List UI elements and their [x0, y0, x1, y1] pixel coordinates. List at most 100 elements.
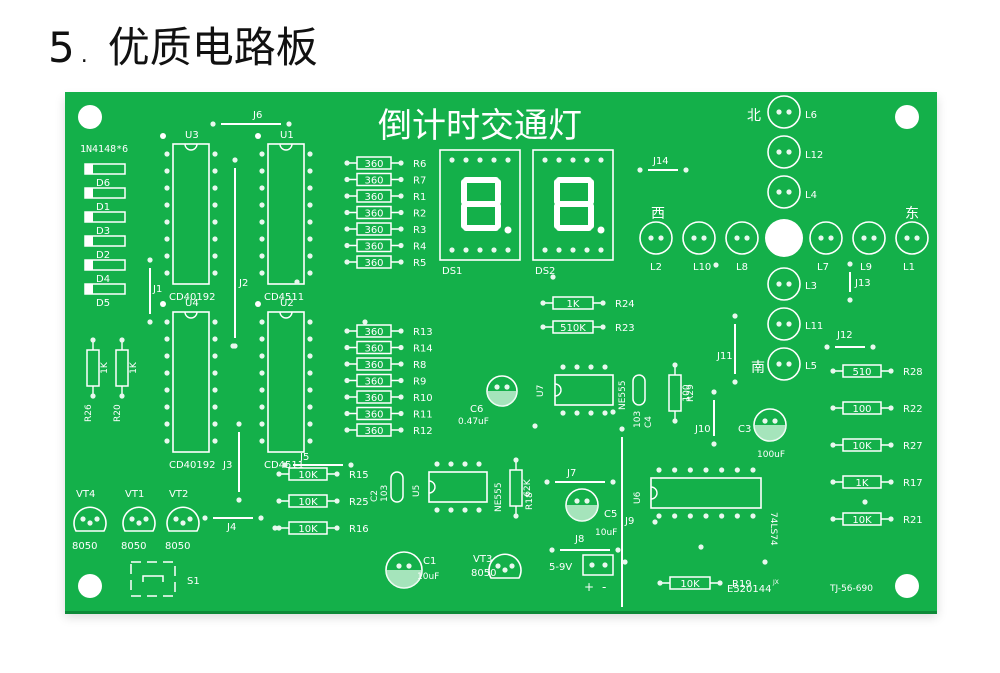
solder-pad — [398, 242, 404, 249]
solder-pad — [615, 547, 621, 553]
diode-label: D6 — [96, 178, 110, 189]
solder-pad — [495, 563, 501, 569]
solder-pad — [307, 202, 313, 208]
resistor-body — [356, 238, 392, 253]
decimal-point — [504, 226, 512, 234]
jumper-label: J7 — [566, 468, 576, 479]
resistor-value: 10K — [852, 441, 872, 452]
solder-pad — [786, 321, 792, 327]
resistor-ref: R19 — [732, 579, 752, 590]
solder-pad — [164, 202, 170, 208]
solder-pad — [786, 281, 792, 287]
solder-pad — [344, 344, 350, 351]
resistor-body — [288, 494, 328, 508]
jumper-label: J8 — [574, 534, 584, 545]
solder-pad — [164, 253, 170, 259]
solder-pad — [136, 520, 142, 526]
board-title: 倒计时交通灯 — [378, 106, 582, 146]
cap-value: 10uF — [595, 528, 617, 538]
chip-ref: U7 — [536, 385, 546, 397]
solder-pad — [344, 361, 350, 367]
direction-south: 南 — [751, 360, 765, 376]
solder-pad — [574, 364, 580, 370]
resistor-body — [356, 390, 392, 404]
resistor-body — [356, 156, 392, 170]
solder-pad — [398, 344, 404, 351]
solder-pad — [888, 479, 894, 485]
resistor-ref: R17 — [903, 478, 923, 489]
solder-pad — [147, 257, 153, 263]
solder-pad — [584, 247, 590, 253]
solder-pad — [164, 151, 170, 157]
solder-pad — [602, 364, 608, 370]
solder-pad — [477, 247, 483, 253]
solder-pad — [637, 167, 643, 173]
solder-pad — [463, 157, 469, 163]
led-label: L12 — [805, 150, 823, 161]
solder-pad — [598, 157, 604, 163]
resistor-value: 10K — [852, 515, 872, 526]
solder-pad — [398, 410, 404, 417]
solder-pad — [434, 507, 440, 513]
led-label: L1 — [903, 262, 915, 273]
solder-pad — [294, 279, 300, 285]
resistor-value: 360 — [364, 176, 383, 187]
mount-hole-tr — [895, 105, 919, 129]
solder-pad — [914, 235, 920, 241]
solder-pad — [672, 362, 678, 368]
resistor-body — [509, 469, 523, 507]
solder-pad — [164, 438, 170, 444]
ic-outline — [172, 311, 210, 453]
solder-pad — [212, 202, 218, 208]
solder-pad — [847, 297, 853, 303]
solder-pad — [491, 247, 497, 253]
solder-pad — [396, 563, 402, 569]
resistor-value: 100 — [682, 384, 692, 401]
solder-pad — [698, 544, 704, 550]
led-label: L2 — [650, 262, 662, 273]
solder-pad — [776, 321, 782, 327]
solder-pad — [307, 185, 313, 191]
solder-pad — [398, 259, 404, 265]
solder-pad — [406, 563, 412, 569]
chip-part: NE555 — [618, 380, 628, 410]
resistor-value: 360 — [364, 426, 383, 437]
solder-pad — [687, 513, 693, 519]
diode-band — [85, 260, 93, 270]
solder-pad — [830, 442, 836, 448]
solder-pad — [584, 157, 590, 163]
solder-pad — [164, 185, 170, 191]
resistor-value: 10K — [298, 497, 318, 508]
solder-pad — [187, 516, 193, 522]
solder-pad — [344, 242, 350, 249]
resistor-value: 100 — [852, 404, 871, 415]
transistor-part: 8050 — [121, 541, 146, 552]
resistor-ref: R2 — [413, 209, 426, 220]
solder-pad — [703, 467, 709, 473]
solder-pad — [449, 157, 455, 163]
jumper-label: J10 — [694, 424, 711, 435]
transistor-ref: VT4 — [76, 489, 95, 500]
solder-pad — [491, 157, 497, 163]
solder-pad — [307, 219, 313, 225]
solder-pad — [212, 151, 218, 157]
solder-pad — [772, 418, 778, 424]
solder-pad — [147, 319, 153, 325]
solder-pad — [202, 515, 208, 521]
solder-pad — [87, 520, 93, 526]
solder-pad — [307, 404, 313, 410]
chip-ref: U5 — [412, 485, 422, 497]
jumper-label: J3 — [222, 460, 232, 471]
mount-hole-br — [895, 574, 919, 598]
resistor-ref: R15 — [349, 470, 369, 481]
jumper-label: J5 — [299, 452, 309, 463]
jumper-label: J4 — [226, 522, 236, 533]
solder-pad — [344, 226, 350, 232]
resistor-value: 360 — [364, 242, 383, 253]
display-outline — [532, 149, 614, 261]
solder-pad — [259, 202, 265, 208]
ic-ref: U1 — [280, 130, 294, 141]
solder-pad — [259, 219, 265, 225]
